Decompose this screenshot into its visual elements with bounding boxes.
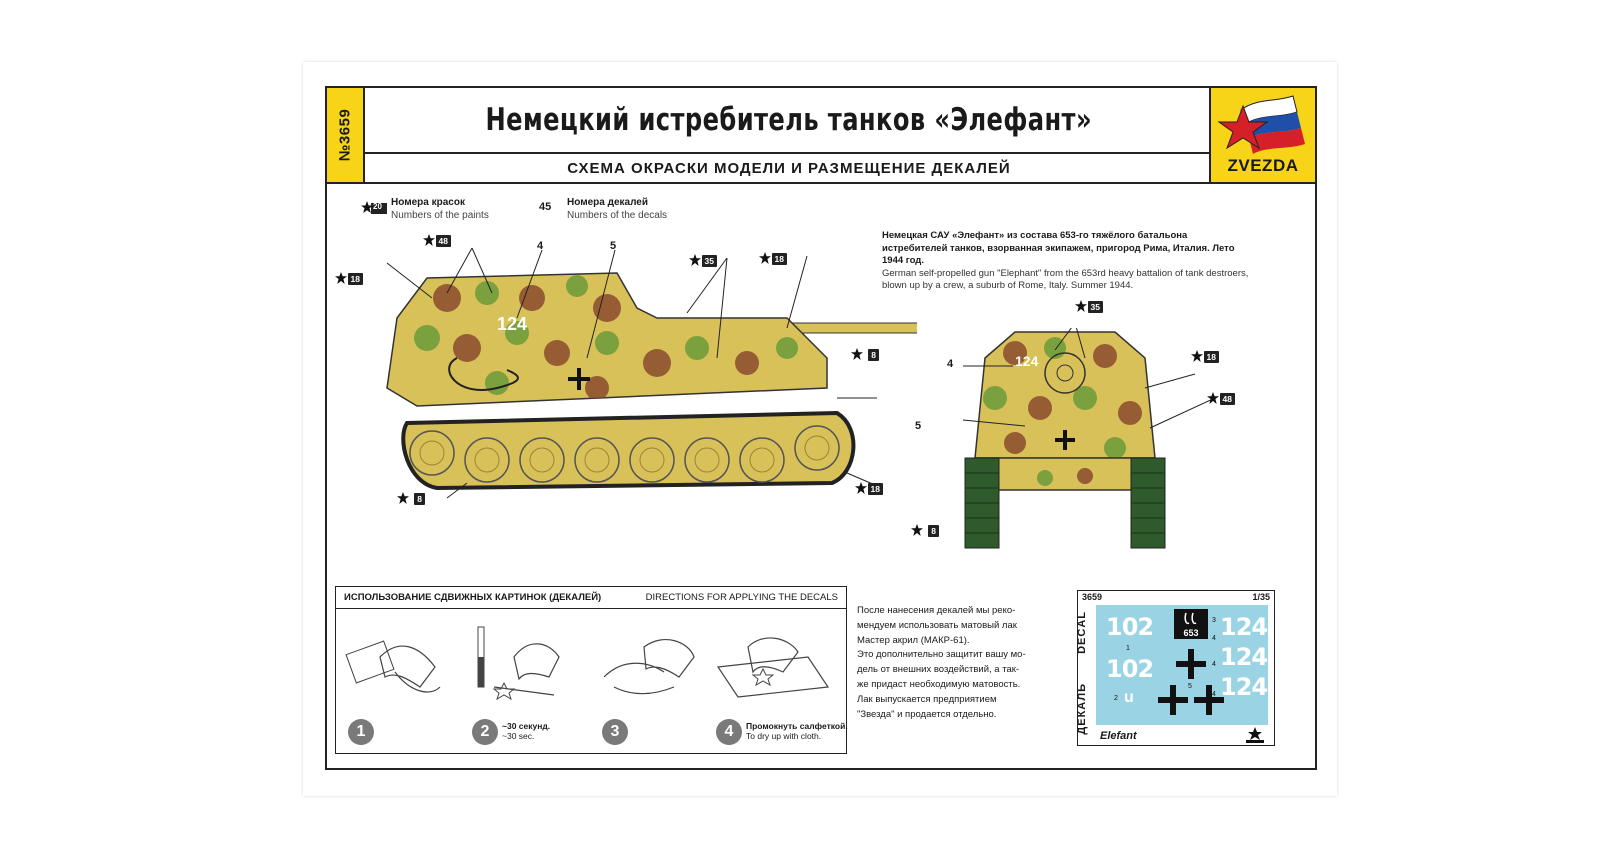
cross-decal-icon bbox=[1194, 685, 1224, 715]
paint-legend-en: Numbers of the paints bbox=[391, 210, 489, 221]
decal-label-en: DECAL bbox=[1076, 611, 1088, 654]
step-note: Промокнуть салфеткой. To dry up with clo… bbox=[746, 721, 848, 741]
soak-decal-icon bbox=[477, 626, 560, 701]
side-callout-18-top: 18 bbox=[759, 252, 787, 268]
side-callout-35: 35 bbox=[689, 254, 717, 270]
decal-legend-en: Numbers of the decals bbox=[567, 210, 668, 221]
subtitle-band: СХЕМА ОКРАСКИ МОДЕЛИ И РАЗМЕЩЕНИЕ ДЕКАЛЕ… bbox=[365, 154, 1213, 184]
paint-legend: Номера красок Numbers of the paints bbox=[391, 196, 489, 222]
brand-name: ZVEZDA bbox=[1227, 156, 1299, 175]
side-hull-number: 124 bbox=[497, 314, 527, 334]
directions-header: ИСПОЛЬЗОВАНИЕ СДВИЖНЫХ КАРТИНОК (ДЕКАЛЕЙ… bbox=[336, 587, 846, 609]
page-title: Немецкий истребитель танков «Элефант» bbox=[485, 102, 1093, 138]
zvezda-small-logo-icon bbox=[1246, 727, 1264, 743]
decal-area: 102 102 653 124 124 124 u 1 2 3 4 4 4 bbox=[1096, 605, 1268, 725]
direction-step-1: 1 bbox=[340, 617, 450, 745]
side-callout-8-right: 8 bbox=[851, 348, 879, 364]
decal-directions: ИСПОЛЬЗОВАНИЕ СДВИЖНЫХ КАРТИНОК (ДЕКАЛЕЙ… bbox=[335, 586, 848, 754]
tank-side-view: 124 bbox=[386, 247, 917, 499]
decal-idx-5: 5 bbox=[1188, 683, 1192, 690]
direction-step-2: 2 ~30 секунд. ~30 sec. bbox=[464, 617, 574, 745]
tracks bbox=[401, 410, 856, 491]
decal-idx-3: 3 bbox=[1212, 617, 1216, 624]
decal-legend: Номера декалей Numbers of the decals bbox=[567, 196, 667, 222]
step-number: 4 bbox=[716, 719, 742, 745]
side-callout-4: 4 bbox=[537, 240, 544, 252]
direction-step-4: 4 Промокнуть салфеткой. To dry up with c… bbox=[708, 617, 848, 745]
title-band: Немецкий истребитель танков «Элефант» bbox=[365, 88, 1213, 154]
decal-label-ru: ДЕКАЛЬ bbox=[1076, 683, 1088, 735]
caption-ru: Немецкая САУ «Элефант» из состава 653-го… bbox=[882, 230, 1235, 266]
decal-legend-ru: Номера декалей bbox=[567, 197, 649, 208]
decal-sheet-preview: 3659 1/35 DECAL ДЕКАЛЬ 102 102 653 124 1… bbox=[1076, 590, 1275, 746]
side-callout-18-bottom: 18 bbox=[855, 482, 883, 498]
paint-legend-num: 20 bbox=[373, 202, 382, 211]
side-callout-18-left: 18 bbox=[335, 272, 363, 288]
tank-rear-view: 124 bbox=[962, 328, 1215, 549]
step-note: ~30 секунд. ~30 sec. bbox=[502, 721, 551, 741]
decal-idx-2: 2 bbox=[1114, 695, 1118, 702]
decal-sheet-scale: 1/35 bbox=[1252, 592, 1270, 602]
cut-decal-hand-icon bbox=[345, 640, 441, 693]
page-subtitle: СХЕМА ОКРАСКИ МОДЕЛИ И РАЗМЕЩЕНИЕ ДЕКАЛЕ… bbox=[567, 159, 1011, 177]
side-cross-insignia bbox=[568, 368, 590, 390]
decal-124-c: 124 bbox=[1220, 673, 1268, 701]
cross-decal-icon bbox=[1176, 649, 1206, 679]
paint-legend-ru: Номера красок bbox=[391, 197, 465, 208]
cross-decal-icon bbox=[1158, 685, 1188, 715]
decal-idx-4b: 4 bbox=[1212, 661, 1216, 668]
rear-callout-8: 8 bbox=[911, 524, 939, 540]
decal-102-top: 102 bbox=[1106, 613, 1154, 641]
step-number: 1 bbox=[348, 719, 374, 745]
paint-legend-badge: 20 bbox=[361, 200, 387, 216]
decal-124-a: 124 bbox=[1220, 613, 1268, 641]
step-number: 2 bbox=[472, 719, 498, 745]
side-callout-5: 5 bbox=[610, 240, 617, 252]
directions-title-ru: ИСПОЛЬЗОВАНИЕ СДВИЖНЫХ КАРТИНОК (ДЕКАЛЕЙ… bbox=[344, 592, 602, 603]
decal-idx-4c: 4 bbox=[1212, 691, 1216, 698]
decal-small-u: u bbox=[1124, 689, 1134, 706]
rear-callout-35: 35 bbox=[1075, 300, 1103, 316]
decal-unit-emblem: 653 bbox=[1174, 609, 1208, 639]
step-number: 3 bbox=[602, 719, 628, 745]
side-callout-8-bottom: 8 bbox=[397, 492, 425, 508]
kit-number-box: №3659 bbox=[327, 88, 365, 184]
rear-cross-insignia bbox=[1055, 430, 1075, 450]
flag-star-icon bbox=[1217, 95, 1305, 154]
blot-cloth-icon bbox=[716, 637, 830, 698]
unit-emblem-icon bbox=[1184, 612, 1197, 625]
varnish-note: После нанесения декалей мы реко- мендуем… bbox=[857, 605, 1026, 720]
vehicle-caption: Немецкая САУ «Элефант» из состава 653-го… bbox=[882, 230, 1252, 293]
rear-callout-5: 5 bbox=[915, 420, 922, 432]
decal-legend-num: 45 bbox=[539, 201, 552, 213]
sheet-frame: №3659 Немецкий истребитель танков «Элефа… bbox=[325, 86, 1317, 770]
rear-hull-number: 124 bbox=[1015, 353, 1039, 369]
kit-number: №3659 bbox=[336, 108, 354, 162]
rear-callout-4: 4 bbox=[947, 358, 954, 370]
side-callout-48: 48 bbox=[423, 234, 451, 250]
caption-en: German self-propelled gun "Elephant" fro… bbox=[882, 267, 1249, 292]
direction-step-3: 3 bbox=[594, 617, 704, 745]
decal-sheet-code: 3659 bbox=[1082, 592, 1103, 602]
decal-124-b: 124 bbox=[1220, 643, 1268, 671]
rear-callout-18: 18 bbox=[1191, 350, 1219, 366]
decal-idx-4a: 4 bbox=[1212, 635, 1216, 642]
directions-title-en: DIRECTIONS FOR APPLYING THE DECALS bbox=[645, 592, 838, 603]
zvezda-logo: ZVEZDA bbox=[1209, 88, 1315, 184]
rear-callout-48: 48 bbox=[1207, 392, 1235, 408]
decal-idx-1: 1 bbox=[1126, 645, 1130, 652]
decal-102-bottom: 102 bbox=[1106, 655, 1154, 683]
decal-sheet-name: Elefant bbox=[1100, 730, 1137, 742]
instruction-sheet: №3659 Немецкий истребитель танков «Элефа… bbox=[303, 62, 1337, 796]
slide-decal-hand-icon bbox=[603, 638, 695, 695]
